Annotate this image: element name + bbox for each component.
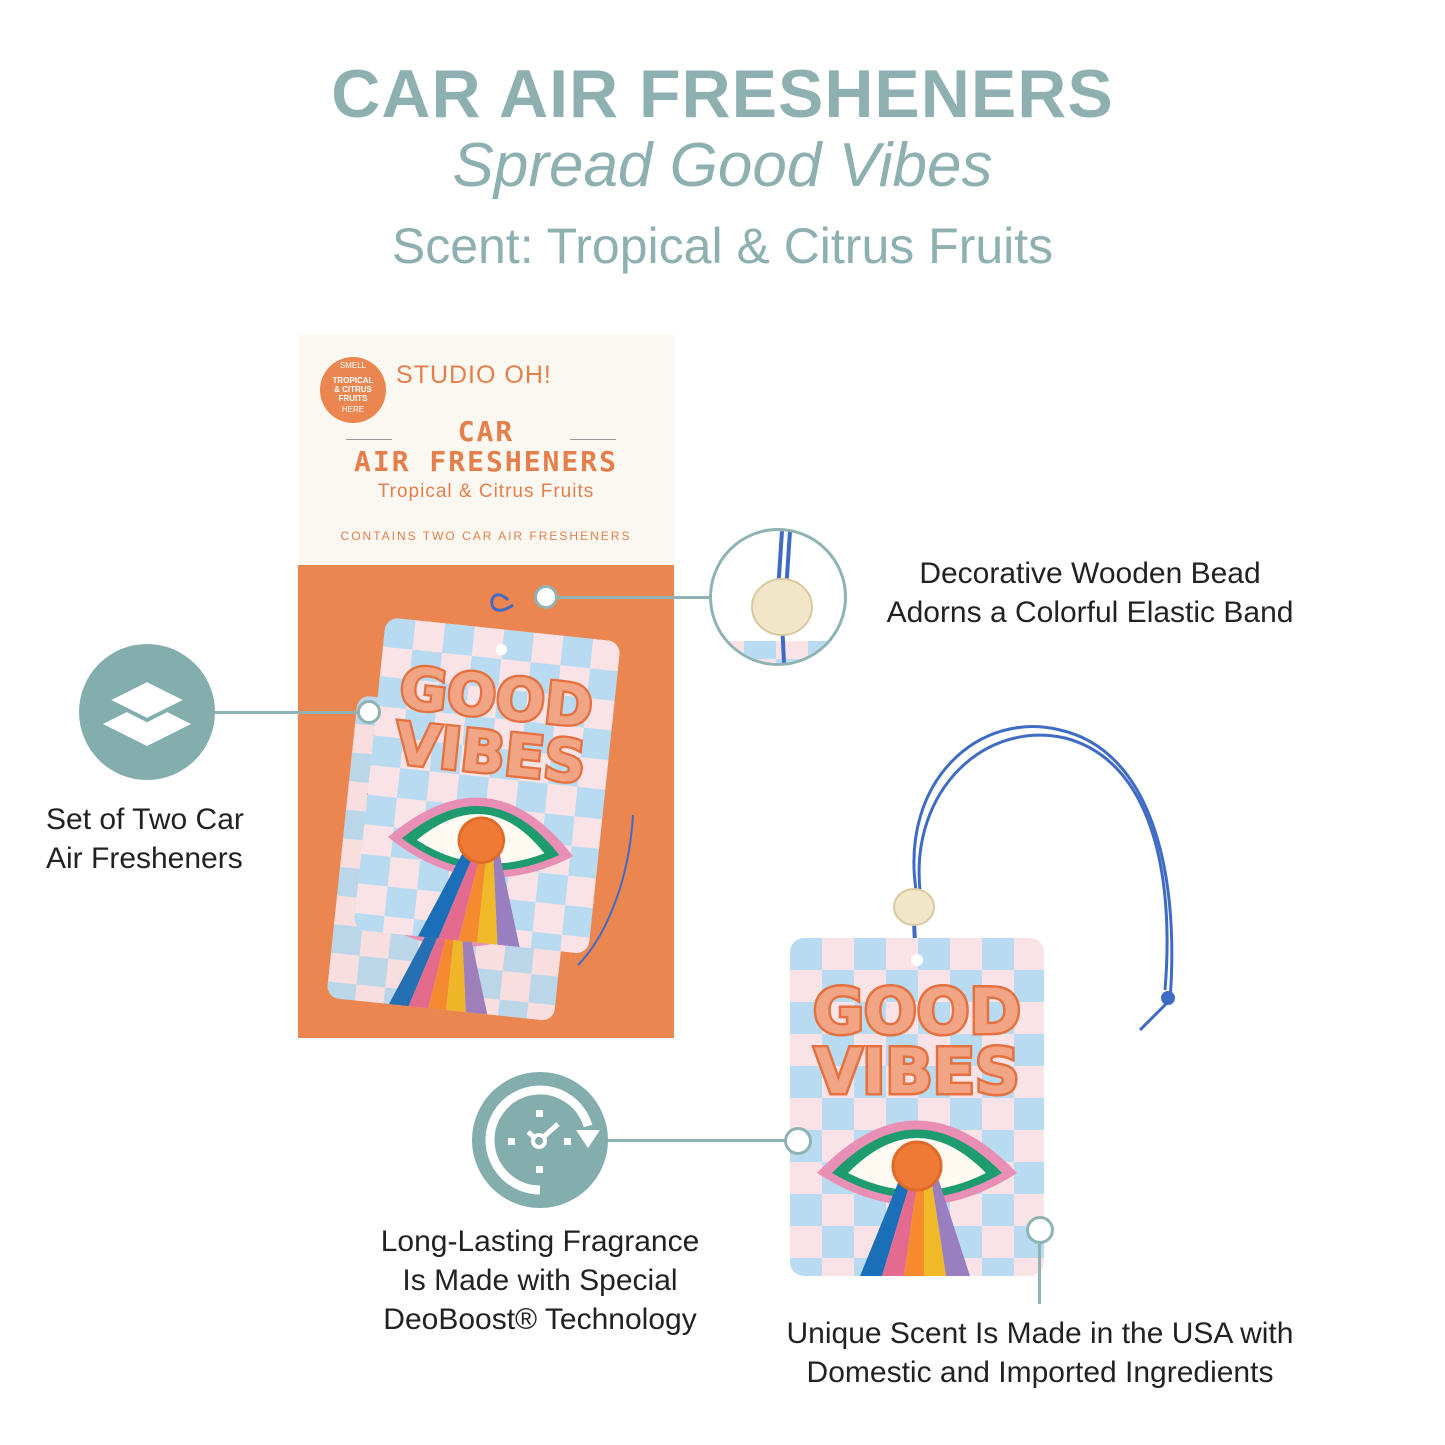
package-body	[298, 565, 674, 1038]
connector-line	[215, 711, 360, 714]
feature-long-lasting: Long-Lasting Fragrance Is Made with Spec…	[380, 1225, 700, 1336]
feature-made-in-usa: Unique Scent Is Made in the USA with Dom…	[786, 1317, 1294, 1389]
page-title: CAR AIR FRESHENERS	[331, 56, 1114, 132]
packaged-fresheners	[298, 593, 634, 1038]
package-product-line1: CAR	[457, 415, 515, 448]
feature-set-of-two: Set of Two Car Air Fresheners	[46, 803, 244, 875]
package-scent: Tropical & Citrus Fruits	[377, 481, 595, 502]
connector-line	[558, 596, 710, 599]
connector-dot	[1026, 1216, 1054, 1244]
package-header: SMELL TROPICAL & CITRUS FRUITS HERE STUD…	[298, 335, 674, 565]
connector-line	[608, 1139, 786, 1142]
connector-dot	[534, 585, 558, 609]
package-product-line2: AIR FRESHENERS	[353, 445, 618, 478]
connector-dot	[357, 700, 381, 724]
connector-line	[1038, 1244, 1041, 1304]
scent-badge: SMELL TROPICAL & CITRUS FRUITS HERE	[320, 357, 386, 423]
divider	[346, 439, 392, 440]
package-contents: CONTAINS TWO CAR AIR FRESHENERS	[340, 529, 632, 543]
clock-refresh-icon	[472, 1072, 608, 1208]
bead-closeup	[709, 528, 847, 666]
single-freshener	[780, 725, 1175, 1290]
scent-label: Scent: Tropical & Citrus Fruits	[391, 218, 1054, 274]
page-subtitle: Spread Good Vibes	[452, 131, 993, 200]
feature-bead: Decorative Wooden Bead Adorns a Colorful…	[886, 557, 1294, 629]
divider	[570, 439, 616, 440]
layers-icon	[79, 644, 215, 780]
connector-dot	[784, 1127, 812, 1155]
brand-logo: STUDIO OH!	[396, 361, 552, 389]
